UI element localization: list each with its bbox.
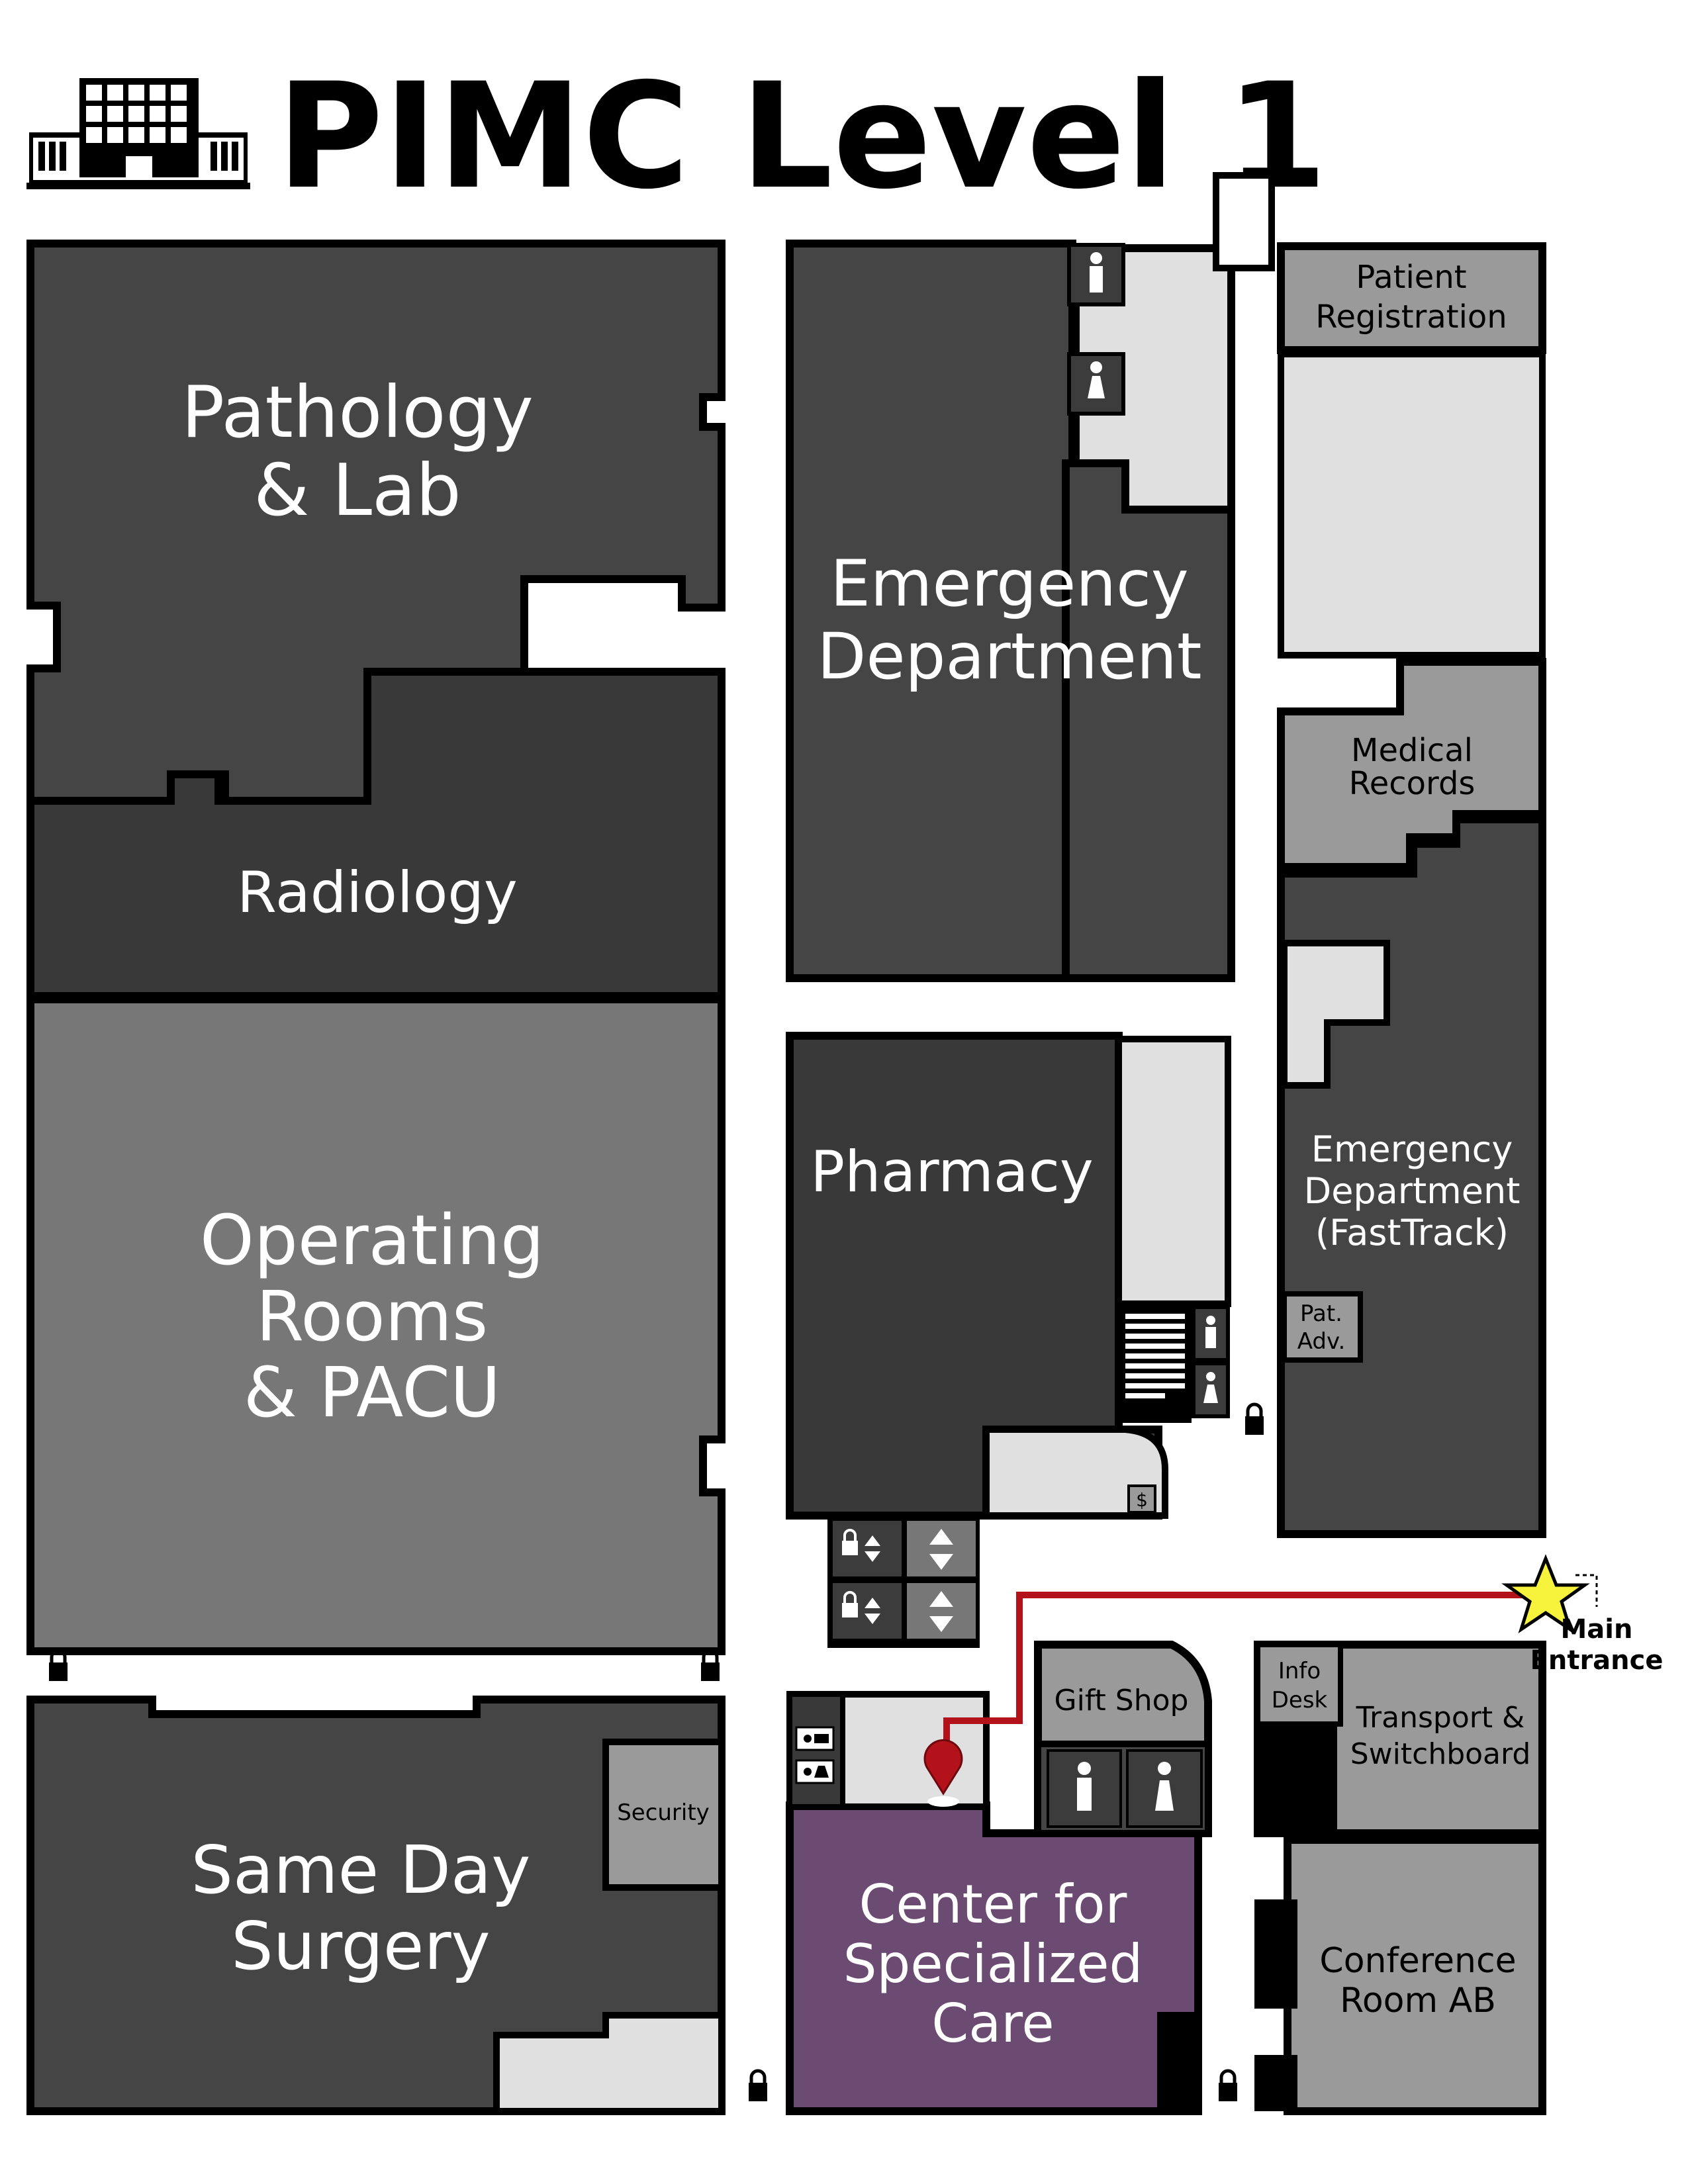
patient-advocate-room[interactable] — [1282, 1291, 1363, 1363]
radiology-label: Radiology — [237, 860, 518, 926]
gift-shop-label: Gift Shop — [1055, 1684, 1189, 1717]
patient-registration-label-2: Registration — [1315, 298, 1507, 336]
fasttrack-label: Emergency — [1311, 1128, 1513, 1170]
lock-icon — [749, 2069, 767, 2101]
pathology-label-2: & Lab — [254, 449, 461, 532]
atm-alcove — [983, 1426, 1168, 1519]
elevator-icon[interactable] — [842, 1529, 953, 1570]
lock-icon — [1219, 2069, 1237, 2101]
men-restroom-icon — [795, 1726, 835, 1751]
lock-icon — [701, 1649, 720, 1681]
atm-icon — [1127, 1484, 1156, 1514]
conference-label: Conference — [1319, 1941, 1516, 1981]
specialized-care-door — [1157, 2012, 1198, 2111]
page-title: PIMC Level 1 — [277, 52, 1327, 221]
medical-records-label: Medical — [1351, 732, 1473, 769]
emergency-label: Emergency — [830, 547, 1188, 621]
north-exit — [1213, 172, 1275, 271]
security-room[interactable] — [602, 1739, 725, 1891]
operating-rooms-room[interactable] — [26, 995, 726, 1655]
men-restroom-icon — [1047, 1749, 1122, 1828]
elevator-bank — [827, 1516, 980, 1648]
emergency-label-2: Department — [818, 619, 1202, 694]
patient-advocate-label-2: Adv. — [1297, 1328, 1346, 1355]
medical-records-room[interactable] — [1277, 658, 1546, 871]
info-desk-counter — [1261, 1724, 1337, 1830]
specialized-care-label: Center for — [859, 1874, 1127, 1935]
pharmacy-label: Pharmacy — [810, 1139, 1094, 1205]
conference-label-2: Room AB — [1340, 1981, 1496, 2021]
specialized-care-label-3: Care — [931, 1993, 1054, 2054]
elevator-icon[interactable] — [842, 1591, 953, 1632]
operating-label-3: & PACU — [244, 1352, 500, 1433]
atm-label: $ — [1136, 1489, 1148, 1511]
patient-registration-label: Patient — [1356, 259, 1466, 296]
operating-label: Operating — [200, 1200, 544, 1281]
same-day-label-2: Surgery — [231, 1907, 491, 1985]
emergency-department-east — [1062, 459, 1235, 982]
specialized-care-label-2: Specialized — [843, 1933, 1143, 1995]
fasttrack-alcove — [1281, 940, 1390, 1089]
info-desk[interactable] — [1255, 1642, 1343, 1727]
info-desk-label-2: Desk — [1272, 1687, 1328, 1713]
transport-label: Transport & — [1356, 1701, 1525, 1735]
fasttrack-label-3: (FastTrack) — [1315, 1212, 1509, 1253]
main-entrance-label-2: Entrance — [1530, 1645, 1664, 1676]
patient-advocate-label: Pat. — [1300, 1300, 1342, 1327]
medical-records-label-2: Records — [1349, 765, 1476, 802]
patient-registration-room[interactable] — [1277, 242, 1546, 354]
conference-room[interactable] — [1284, 1836, 1546, 2115]
security-label: Security — [617, 1799, 710, 1826]
same-day-label: Same Day — [191, 1831, 531, 1909]
building-icon — [26, 78, 250, 189]
destination-marker-icon[interactable] — [923, 1739, 963, 1807]
operating-label-2: Rooms — [256, 1276, 488, 1357]
fasttrack-label-2: Department — [1304, 1170, 1521, 1212]
women-restroom-icon — [1126, 1749, 1203, 1828]
main-entrance-label: Main — [1561, 1614, 1633, 1645]
main-entrance-star-icon[interactable] — [1501, 1554, 1590, 1634]
route-path — [943, 1592, 1534, 1752]
lock-icon — [1245, 1402, 1264, 1435]
pathology-label: Pathology — [181, 371, 534, 454]
lock-icon — [49, 1649, 68, 1681]
same-day-surgery-room[interactable] — [26, 1696, 726, 2115]
registration-waiting-area — [1278, 351, 1546, 659]
women-restroom-icon — [795, 1759, 835, 1784]
transport-label-2: Switchboard — [1350, 1737, 1531, 1771]
same-day-storage — [493, 2012, 725, 2115]
pharmacy-storage — [1115, 1036, 1231, 1307]
info-desk-label: Info — [1278, 1658, 1321, 1684]
conference-door-2 — [1254, 2055, 1297, 2111]
conference-door — [1254, 1899, 1297, 2009]
